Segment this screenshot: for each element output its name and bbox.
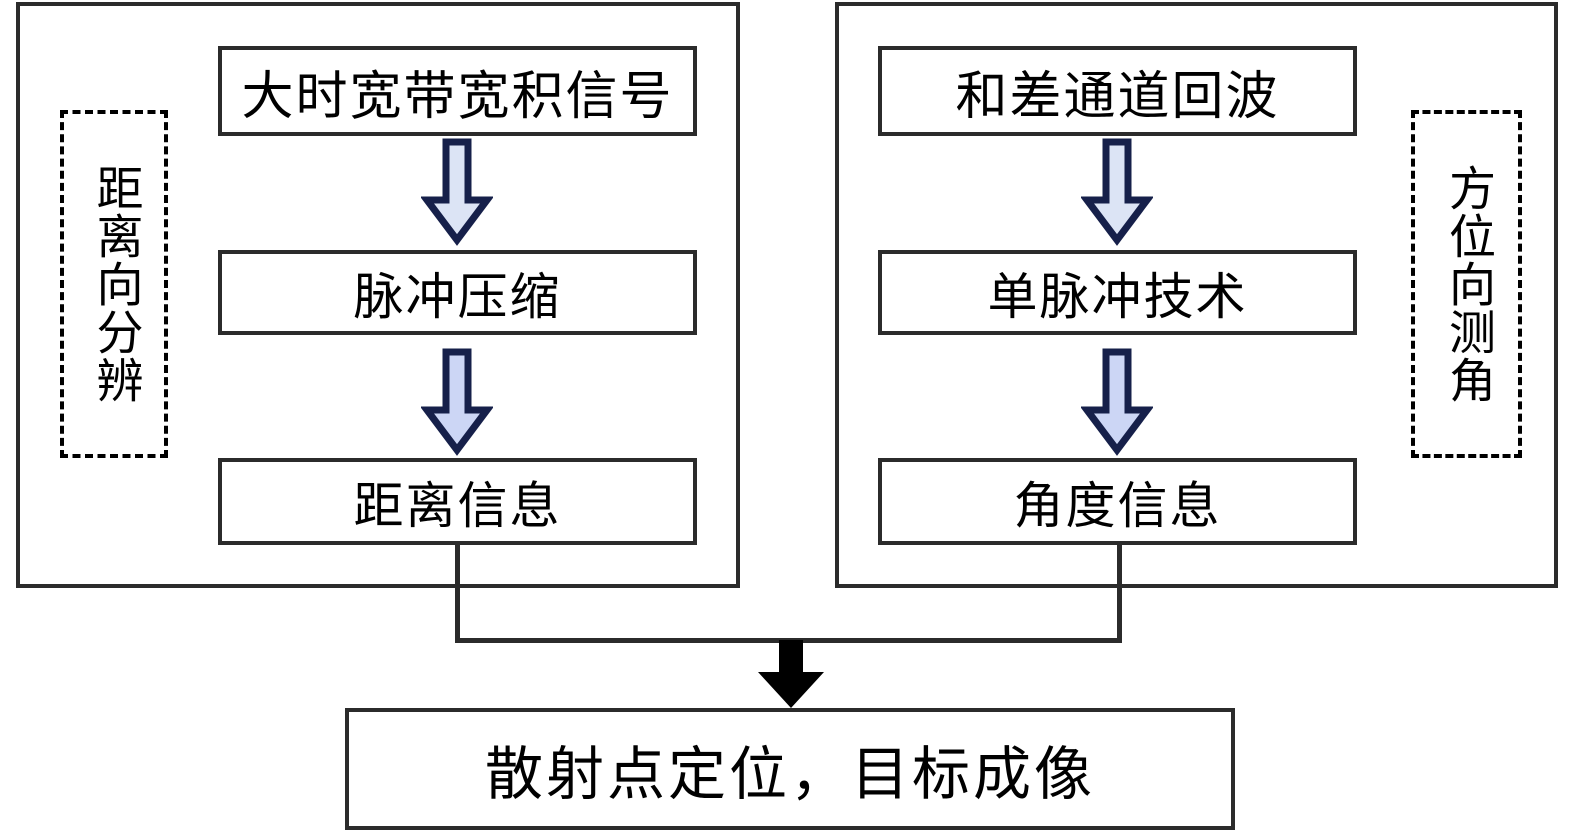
node-pulse-compression-label: 脉冲压缩 [353,267,562,326]
arrow-down-range-1 [421,138,493,246]
node-pulse-compression[interactable]: 脉冲压缩 [218,250,697,335]
connector-range-vertical [455,545,460,643]
arrow-down-range-2 [421,348,493,456]
block-arrow-down-icon [758,640,824,708]
node-sum-diff-echo-label: 和差通道回波 [955,66,1280,127]
node-sum-diff-echo[interactable]: 和差通道回波 [878,46,1357,136]
range-group-dashed-box: 距离向分辨 [60,110,168,458]
node-monopulse-technique-label: 单脉冲技术 [987,267,1248,326]
range-group-label: 距离向分辨 [87,164,143,404]
arrow-merge-down [754,640,828,710]
node-final-imaging-label: 散射点定位，目标成像 [484,740,1095,808]
node-range-input-label: 大时宽带宽积信号 [241,66,674,127]
node-range-info-label: 距离信息 [353,476,562,535]
azimuth-group-dashed-box: 方位向测角 [1411,110,1522,458]
node-monopulse-technique[interactable]: 单脉冲技术 [878,250,1357,335]
azimuth-group-label-wrap: 方位向测角 [1415,114,1518,454]
arrow-down-azimuth-1 [1081,138,1153,246]
range-group-label-wrap: 距离向分辨 [64,114,164,454]
block-arrow-down-icon [421,348,493,456]
arrow-down-azimuth-2 [1081,348,1153,456]
node-angle-info-label: 角度信息 [1013,476,1222,535]
connector-azimuth-vertical [1117,545,1122,643]
azimuth-group-panel [835,2,1558,588]
block-arrow-down-icon [421,138,493,246]
node-final-imaging[interactable]: 散射点定位，目标成像 [345,708,1235,830]
node-range-input[interactable]: 大时宽带宽积信号 [218,46,697,136]
block-arrow-down-icon [1081,348,1153,456]
azimuth-group-label: 方位向测角 [1439,164,1495,404]
node-angle-info[interactable]: 角度信息 [878,458,1357,545]
block-arrow-down-icon [1081,138,1153,246]
range-group-panel [16,2,740,588]
node-range-info[interactable]: 距离信息 [218,458,697,545]
